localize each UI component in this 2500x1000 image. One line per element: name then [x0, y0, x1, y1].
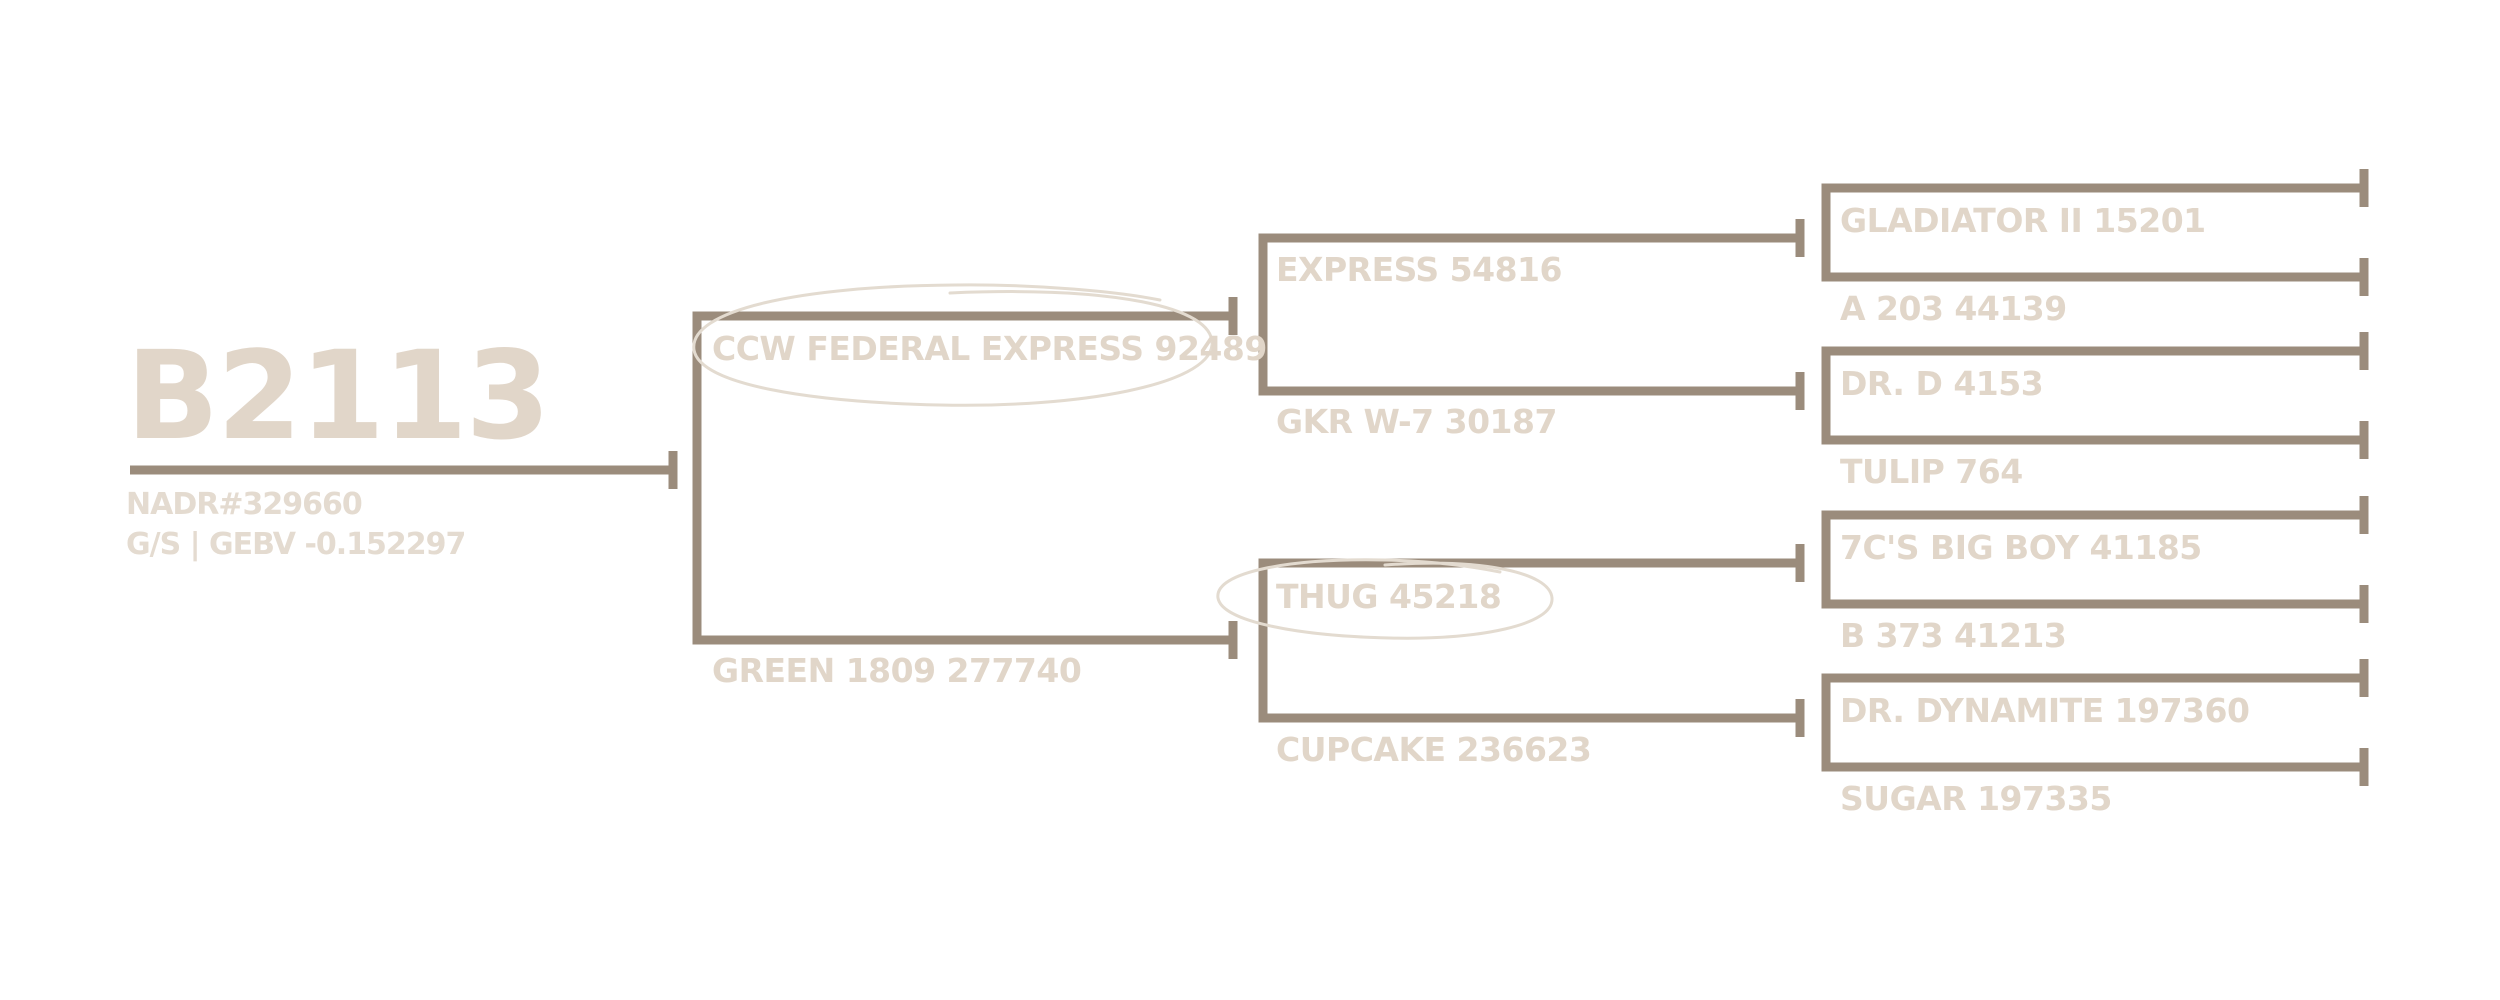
sire-dam-name: GKR W-7 30187 [1276, 402, 1557, 441]
sd-bracket [1821, 346, 2364, 445]
dam-bracket [1258, 558, 1800, 723]
g3-sire-dam-sire: DR. D 4153 [1840, 364, 2044, 403]
g3-dam-dam-dam: SUGAR 197335 [1840, 779, 2112, 818]
g3-sire-sire-sire: GLADIATOR II 15201 [1840, 201, 2206, 240]
g3-dam-sire-dam: B 373 41213 [1840, 616, 2067, 655]
ss-bracket [1821, 183, 2364, 282]
dd-bracket [1821, 673, 2364, 772]
sire-highlight-circle [692, 283, 1214, 407]
sire-sire-name: EXPRESS 54816 [1276, 250, 1562, 289]
subject-id: B2113 [126, 325, 551, 467]
subject-info: G/S | GEBV -0.152297 [126, 527, 466, 562]
dam-sire-name: THUG 45218 [1276, 577, 1502, 616]
gen1-bracket [692, 311, 1233, 645]
g3-sire-sire-dam: A 203 44139 [1840, 289, 2067, 328]
g3-sire-dam-dam: TULIP 764 [1840, 452, 2023, 491]
g3-dam-sire-sire: 7C'S BIG BOY 41185 [1840, 528, 2202, 567]
g3-dam-dam-sire: DR. DYNAMITE 197360 [1840, 691, 2250, 730]
sire-bracket [1258, 233, 1800, 396]
dam-sire-highlight-circle [1216, 558, 1554, 640]
ds-bracket [1821, 510, 2364, 609]
sire-name: CCW FEDERAL EXPRESS 92489 [712, 329, 1267, 368]
dam-dam-name: CUPCAKE 236623 [1276, 730, 1592, 769]
subject-registration: NADR#329660 [126, 487, 363, 522]
dam-name: GREEN 1809 277740 [712, 651, 1082, 690]
